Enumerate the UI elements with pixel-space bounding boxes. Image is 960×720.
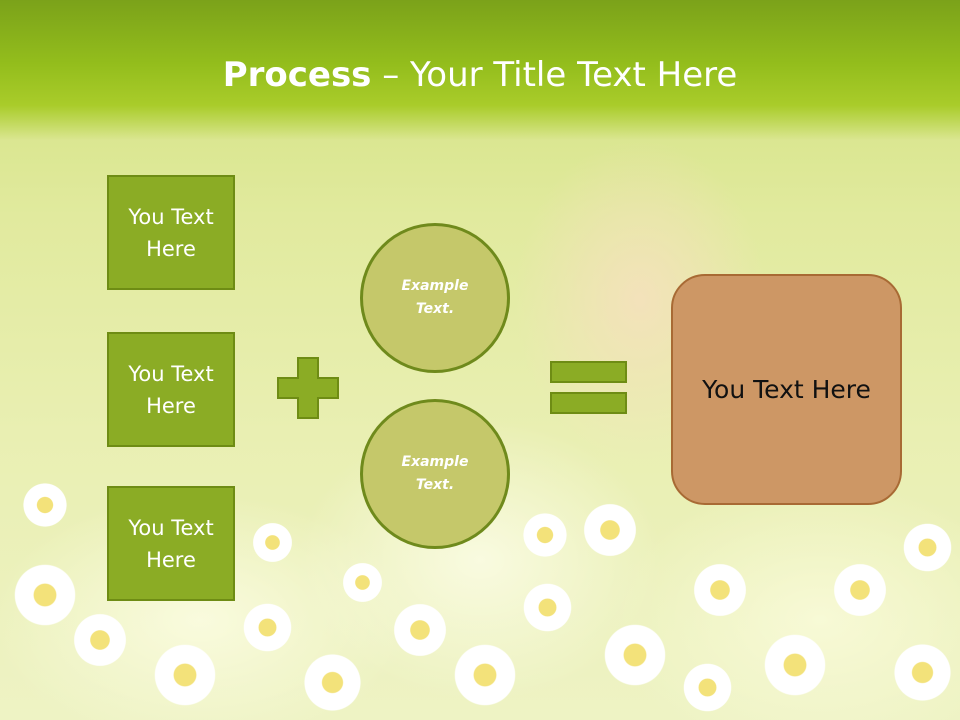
equals-icon: [550, 361, 627, 414]
example-circle-label: Example Text.: [401, 454, 469, 493]
text-box-label: You Text Here: [128, 204, 214, 261]
text-box-3[interactable]: You Text Here: [107, 486, 235, 601]
example-circle-label: Example Text.: [401, 278, 469, 317]
plus-icon: [277, 357, 339, 419]
title-rest: – Your Title Text Here: [371, 55, 738, 95]
title-bold: Process: [222, 55, 372, 95]
example-circle-1[interactable]: Example Text.: [360, 223, 510, 373]
result-box[interactable]: You Text Here: [671, 274, 902, 505]
text-box-2[interactable]: You Text Here: [107, 332, 235, 447]
result-label: You Text Here: [702, 375, 871, 404]
title-band: [0, 0, 960, 140]
slide-title: Process – Your Title Text Here: [0, 52, 960, 98]
text-box-label: You Text Here: [128, 515, 214, 572]
example-circle-2[interactable]: Example Text.: [360, 399, 510, 549]
text-box-label: You Text Here: [128, 361, 214, 418]
text-box-1[interactable]: You Text Here: [107, 175, 235, 290]
